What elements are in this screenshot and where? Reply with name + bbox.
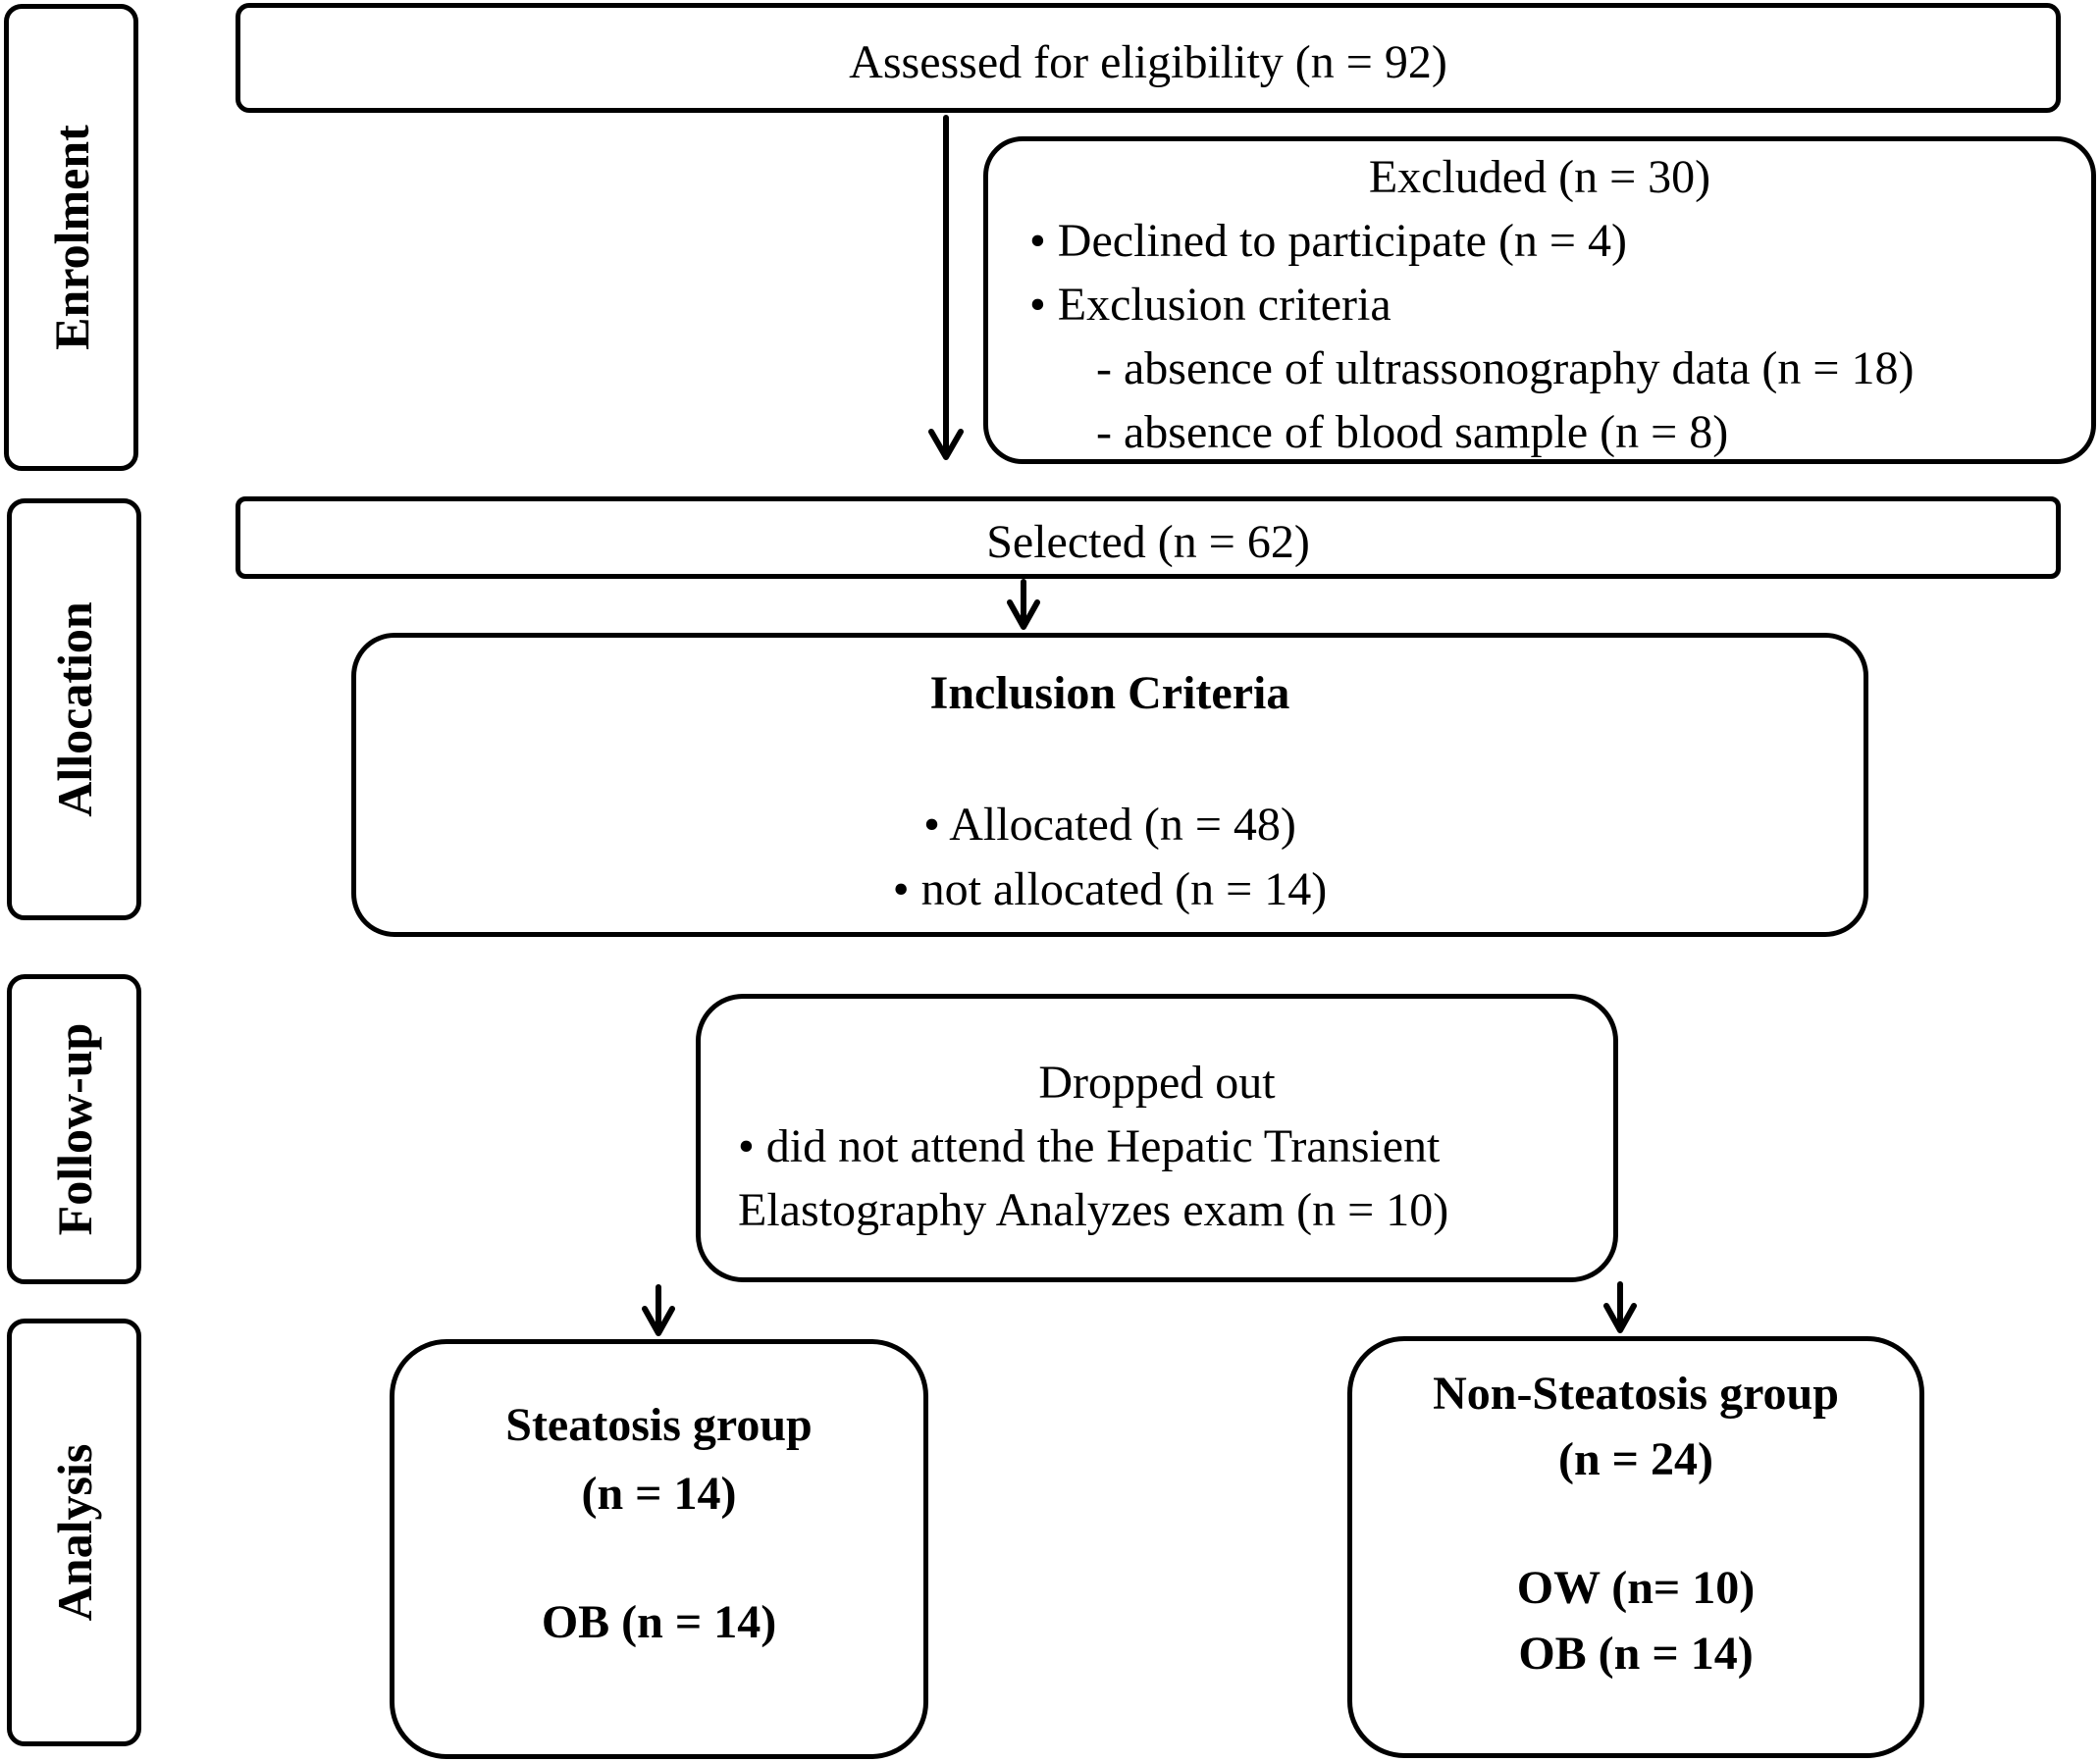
inclusion-title: Inclusion Criteria bbox=[929, 667, 1290, 719]
non-steatosis-ow: OW (n= 10) bbox=[1516, 1562, 1756, 1614]
steatosis-n: (n = 14) bbox=[581, 1468, 737, 1520]
dropped-title: Dropped out bbox=[1038, 1057, 1276, 1109]
inclusion-box: Inclusion Criteria • Allocated (n = 48) … bbox=[351, 633, 1868, 937]
excluded-title: Excluded (n = 30) bbox=[1368, 151, 1711, 203]
steatosis-box: Steatosis group (n = 14) OB (n = 14) bbox=[390, 1339, 928, 1759]
dropped-line1: • did not attend the Hepatic Transient bbox=[738, 1120, 1441, 1172]
assessed-text: Assessed for eligibility (n = 92) bbox=[849, 36, 1447, 88]
steatosis-title: Steatosis group bbox=[505, 1399, 813, 1451]
stage-allocation: Allocation bbox=[7, 498, 141, 920]
assessed-box: Assessed for eligibility (n = 92) bbox=[236, 3, 2061, 113]
arrow-selected-to-inclusion bbox=[1007, 579, 1040, 630]
stage-analysis: Analysis bbox=[7, 1319, 141, 1746]
stage-enrolment: Enrolment bbox=[4, 4, 138, 471]
dropped-line2: Elastography Analyzes exam (n = 10) bbox=[738, 1184, 1449, 1236]
non-steatosis-n: (n = 24) bbox=[1557, 1433, 1713, 1485]
non-steatosis-title: Non-Steatosis group bbox=[1433, 1368, 1839, 1420]
excluded-declined: • Declined to participate (n = 4) bbox=[1029, 215, 1627, 267]
selected-text: Selected (n = 62) bbox=[986, 516, 1310, 568]
arrow-assessed-to-selected bbox=[928, 115, 964, 460]
excluded-no-ultrasound: - absence of ultrassonography data (n = … bbox=[1096, 342, 1915, 394]
stage-followup: Follow-up bbox=[7, 974, 141, 1284]
selected-box: Selected (n = 62) bbox=[236, 496, 2061, 579]
inclusion-allocated: • Allocated (n = 48) bbox=[923, 799, 1296, 851]
non-steatosis-ob: OB (n = 14) bbox=[1518, 1628, 1754, 1680]
non-steatosis-box: Non-Steatosis group (n = 24) OW (n= 10) … bbox=[1347, 1336, 1924, 1758]
arrow-to-non-steatosis bbox=[1603, 1281, 1637, 1333]
excluded-box: Excluded (n = 30) • Declined to particip… bbox=[983, 136, 2096, 464]
arrow-to-steatosis bbox=[642, 1284, 675, 1336]
steatosis-ob: OB (n = 14) bbox=[541, 1596, 777, 1648]
inclusion-not-allocated: • not allocated (n = 14) bbox=[892, 863, 1328, 915]
excluded-no-blood: - absence of blood sample (n = 8) bbox=[1096, 406, 1729, 458]
dropped-box: Dropped out • did not attend the Hepatic… bbox=[696, 994, 1618, 1282]
excluded-criteria: • Exclusion criteria bbox=[1029, 279, 1391, 331]
